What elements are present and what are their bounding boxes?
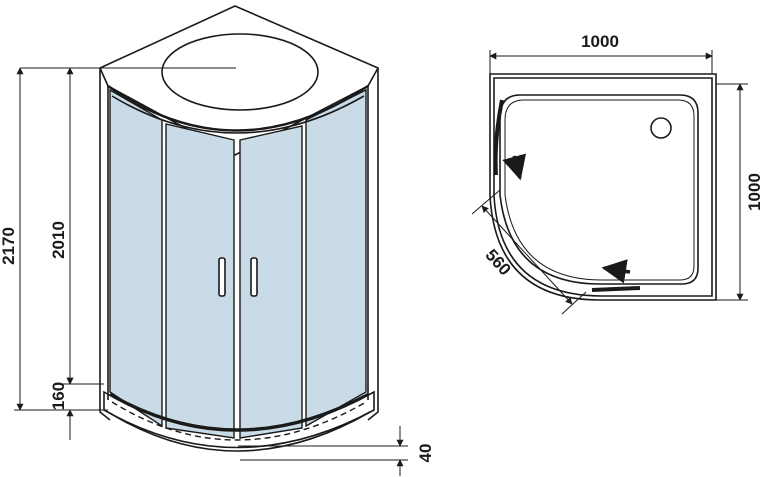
glass-panel-right-door	[239, 125, 303, 439]
tray-depth-label: 40	[416, 444, 435, 463]
top-view: 1000 1000 560	[471, 32, 764, 315]
glass-panel-left-fixed	[109, 88, 163, 428]
front-view: 2170 2010 160 40	[0, 5, 435, 476]
dimension-width: 1000	[489, 32, 713, 74]
top-rail-inner	[111, 95, 365, 134]
tray-outline-inner	[493, 77, 713, 297]
door-width-label: 560	[482, 245, 515, 279]
door-track-bottom	[591, 286, 641, 292]
slide-arrow-down-icon	[502, 153, 527, 181]
door-track-left	[493, 99, 504, 176]
total-height-label: 2170	[0, 227, 18, 265]
dimension-cabin-height: 2010	[49, 67, 104, 385]
tray-base-curve	[107, 411, 371, 452]
tray-basin-inner	[504, 99, 695, 281]
width-label: 1000	[581, 32, 619, 51]
cabin-body-outline	[99, 68, 379, 421]
depth-label: 1000	[745, 173, 764, 211]
dimension-depth: 1000	[716, 83, 764, 301]
left-door-handle[interactable]	[218, 257, 226, 297]
glass-panel-right-fixed	[305, 88, 367, 428]
dimension-door-width: 560	[471, 189, 587, 315]
slide-arrow-left-icon	[601, 259, 631, 284]
right-door-handle[interactable]	[250, 257, 258, 297]
drain-icon	[650, 117, 672, 139]
tray-height-label: 160	[49, 382, 68, 410]
dimension-tray-height: 160	[49, 364, 104, 440]
top-rail	[107, 85, 369, 132]
dimension-tray-depth: 40	[238, 426, 435, 476]
cabin-height-label: 2010	[49, 221, 68, 259]
tray-outline-outer	[489, 73, 717, 301]
glass-panel-left-door	[165, 123, 235, 439]
shower-tray	[103, 390, 375, 449]
tray-hidden-line	[111, 401, 367, 441]
roof-dome	[161, 33, 319, 111]
bottom-rail	[109, 392, 369, 431]
